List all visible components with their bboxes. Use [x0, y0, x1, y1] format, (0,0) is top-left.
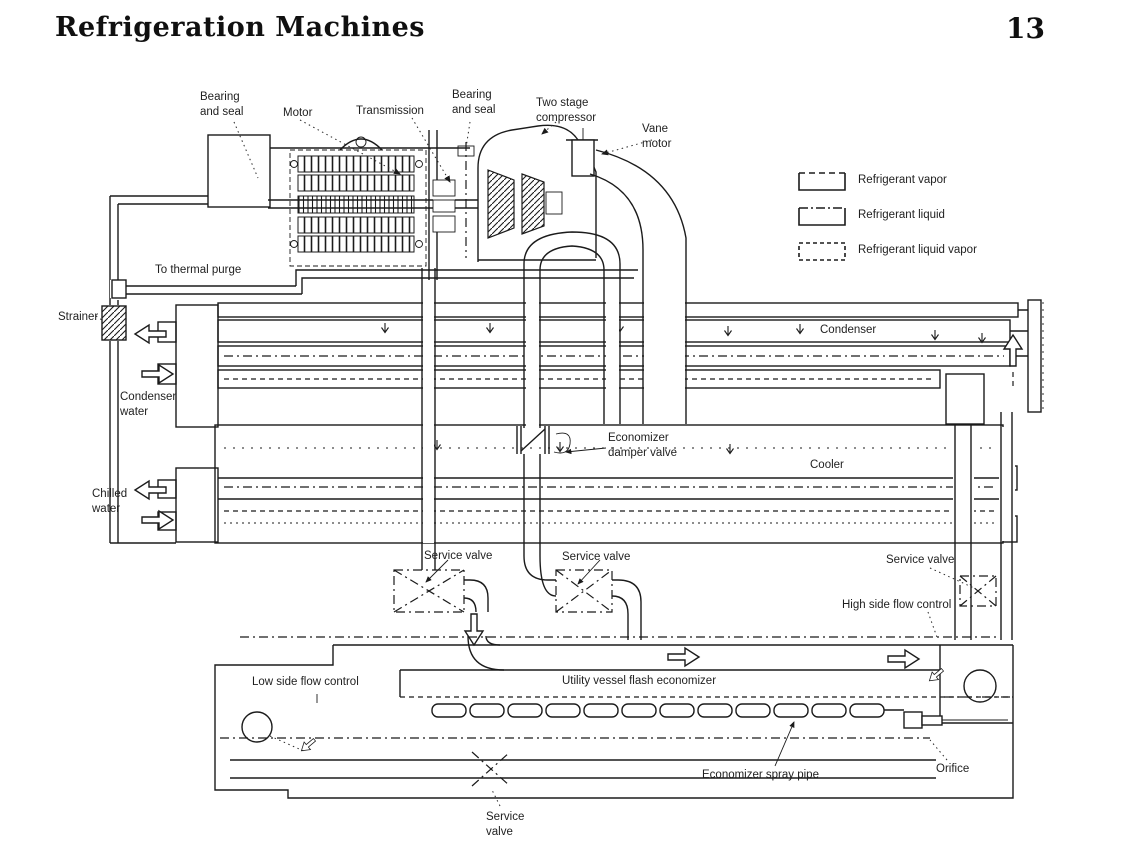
flow-right-arrow	[887, 649, 920, 669]
legend-label: Refrigerant liquid	[858, 209, 945, 221]
utility-vessel-drawing	[214, 645, 1014, 799]
label-economizer-damper-valve: Economizer damper valve	[608, 432, 678, 459]
high-side-control-valve-arrow	[925, 665, 947, 685]
page-title: Refrigeration Machines	[55, 12, 425, 43]
low-side-control-valve-arrow	[297, 735, 319, 755]
label-service-valve-1: Service valve	[424, 550, 493, 562]
legend-label: Refrigerant liquid vapor	[858, 244, 977, 256]
legend-swatch-liquid-icon	[798, 207, 846, 226]
label-utility-vessel: Utility vessel flash economizer	[562, 675, 717, 687]
leader-lines	[95, 117, 975, 807]
label-condenser-water: Condenser water	[120, 391, 177, 418]
label-strainer: Strainer	[58, 311, 99, 323]
label-bearing-seal-right: Bearing and seal	[452, 89, 496, 116]
label-service-valve-4: Service valve	[486, 811, 525, 838]
legend-item-vapor: Refrigerant vapor	[798, 168, 977, 192]
label-low-side-flow-control: Low side flow control	[252, 676, 359, 688]
label-to-thermal-purge: To thermal purge	[155, 264, 242, 276]
label-condenser: Condenser	[820, 324, 877, 336]
chilled-water-out-arrow	[134, 480, 167, 500]
label-service-valve-2: Service valve	[562, 551, 631, 563]
condenser-vessel-drawing	[217, 299, 1044, 425]
water-connections-drawing	[134, 304, 219, 543]
legend-item-liquid: Refrigerant liquid	[798, 203, 977, 227]
flow-duct-drawing	[240, 636, 1013, 671]
legend-swatch-liquid-vapor-icon	[798, 242, 846, 261]
label-transmission: Transmission	[356, 105, 424, 117]
legend-label: Refrigerant vapor	[858, 174, 947, 186]
label-chilled-water: Chilled water	[92, 488, 128, 515]
legend: Refrigerant vapor Refrigerant liquid Ref…	[798, 168, 977, 273]
label-service-valve-3: Service valve	[886, 554, 955, 566]
economizer-spray-pipe-drawing	[431, 703, 885, 718]
gas-piping-drawing	[421, 149, 1015, 640]
label-vane-motor: Vane motor	[642, 123, 672, 150]
orifice-drawing	[903, 711, 1008, 729]
label-high-side-flow-control: High side flow control	[842, 599, 952, 611]
economizer-damper-valve-drawing	[516, 426, 571, 597]
label-economizer-spray-pipe: Economizer spray pipe	[702, 769, 819, 781]
label-bearing-seal-left: Bearing and seal	[200, 91, 244, 118]
legend-item-liquid-vapor: Refrigerant liquid vapor	[798, 238, 977, 262]
page-number: 13	[1006, 12, 1045, 45]
label-orifice: Orifice	[936, 763, 970, 775]
label-motor: Motor	[283, 107, 313, 119]
flow-right-arrow	[667, 647, 700, 667]
label-two-stage-compressor: Two stage compressor	[536, 97, 597, 124]
low-side-float-drawing	[241, 711, 273, 743]
cooler-vessel-drawing	[214, 424, 1018, 544]
legend-swatch-vapor-icon	[798, 172, 846, 191]
label-cooler: Cooler	[810, 459, 844, 471]
high-side-float-drawing	[963, 669, 997, 703]
condenser-water-out-arrow	[134, 324, 167, 344]
compressor-assembly-drawing	[207, 124, 598, 280]
